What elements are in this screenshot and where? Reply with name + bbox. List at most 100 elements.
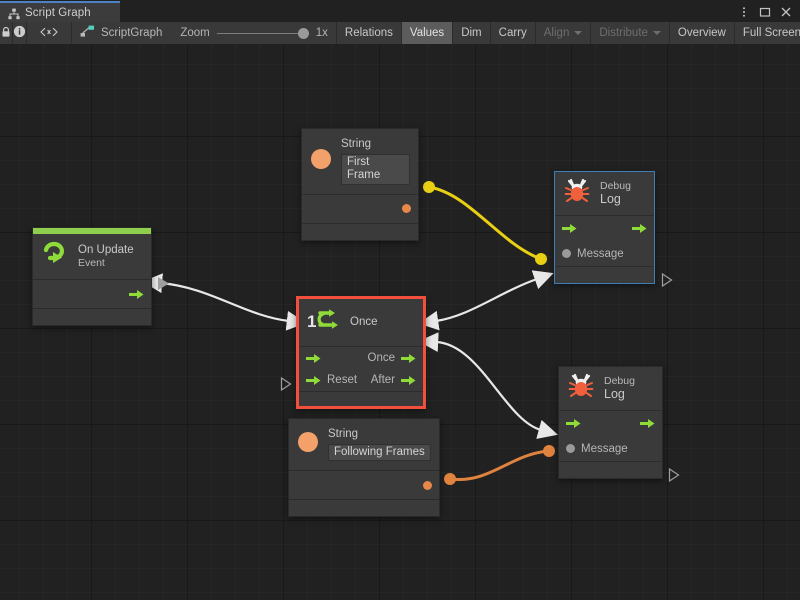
port-row-flow — [559, 411, 662, 436]
edge-string-following-frames-to-message — [444, 445, 555, 485]
triangle-hollow-icon — [661, 272, 673, 288]
zoom-label: Zoom — [180, 27, 210, 39]
port-output-flow[interactable] — [640, 418, 655, 429]
port-input-message[interactable]: Message — [566, 443, 628, 455]
string-value-field[interactable]: First Frame — [341, 154, 410, 185]
port-output-flow[interactable] — [129, 289, 144, 300]
node-footer — [289, 499, 439, 517]
node-title: Debug — [600, 180, 631, 193]
port-row-message: Message — [555, 241, 654, 266]
tab-script-graph[interactable]: Script Graph — [0, 1, 120, 22]
node-title-block: String Following Frames — [328, 428, 431, 462]
maximize-icon[interactable] — [759, 5, 771, 17]
code-view-button[interactable] — [27, 22, 72, 44]
lock-button[interactable] — [0, 22, 13, 44]
value-port-dot-icon — [562, 249, 571, 258]
toolbar-button-full-screen[interactable]: Full Screen — [735, 22, 800, 44]
value-port-dot-icon — [423, 480, 432, 490]
port-output-value[interactable] — [423, 480, 432, 490]
toolbar-button-values[interactable]: Values — [401, 22, 454, 44]
port-label-message: Message — [577, 247, 624, 260]
node-subtitle: Event — [78, 257, 105, 270]
node-body — [302, 194, 418, 223]
flow-arrow-icon — [401, 375, 416, 385]
node-body — [33, 280, 151, 308]
node-debug-log-top[interactable]: Debug Log — [554, 171, 655, 284]
toolbar-button-distribute[interactable]: Distribute — [591, 22, 670, 44]
port-input-message[interactable]: Message — [562, 248, 624, 260]
flow-arrow-icon — [632, 224, 647, 233]
port-output-value[interactable] — [402, 204, 411, 214]
flow-arrow-icon — [129, 289, 144, 299]
toolbar-button-overview-label: Overview — [677, 27, 726, 39]
edge-string-first-frame-to-message — [423, 181, 547, 265]
port-connector-on-update-out[interactable] — [157, 276, 170, 296]
port-input-flow[interactable] — [306, 353, 321, 364]
node-title: String — [328, 428, 359, 440]
port-label-once: Once — [367, 352, 396, 364]
breadcrumb[interactable]: ScriptGraph — [72, 22, 172, 44]
port-input-reset[interactable]: Reset — [306, 374, 357, 386]
zoom-control[interactable]: Zoom 1x — [172, 22, 337, 44]
script-graph-icon — [80, 25, 95, 41]
toolbar-button-relations-label: Relations — [344, 27, 393, 39]
window-tab-bar: Script Graph — [0, 0, 800, 22]
close-icon[interactable] — [780, 5, 792, 17]
triangle-hollow-icon — [280, 376, 292, 392]
port-row-message: Message — [559, 436, 662, 461]
zoom-slider-track — [216, 32, 309, 34]
node-title-block: String First Frame — [341, 138, 410, 185]
port-row — [289, 471, 439, 499]
port-connector-debug-log-top-out[interactable] — [661, 272, 673, 292]
node-title: On Update — [78, 243, 134, 256]
toolbar-button-carry[interactable]: Carry — [491, 22, 536, 44]
node-title: Debug — [604, 375, 635, 388]
window-controls — [738, 0, 796, 22]
node-string-following-frames[interactable]: String Following Frames — [288, 418, 440, 518]
node-header: 1 Once — [299, 299, 423, 347]
toolbar-button-carry-label: Carry — [498, 27, 527, 39]
flow-arrow-icon — [306, 375, 321, 385]
toolbar-button-align-label: Align — [543, 27, 570, 39]
debug-bug-icon — [567, 373, 595, 404]
port-label-after: After — [370, 374, 395, 386]
zoom-value: 1x — [315, 27, 328, 39]
node-subtitle: Log — [604, 387, 625, 402]
port-output-once[interactable]: Once — [368, 352, 417, 364]
port-label-reset: Reset — [327, 374, 358, 386]
info-icon — [13, 25, 26, 41]
node-footer — [559, 461, 662, 478]
zoom-slider[interactable] — [216, 27, 309, 39]
node-footer — [299, 391, 423, 406]
string-value-field[interactable]: Following Frames — [328, 444, 431, 462]
node-on-update[interactable]: On Update Event — [32, 227, 152, 326]
port-input-flow[interactable] — [562, 223, 577, 234]
port-output-after[interactable]: After — [371, 374, 416, 386]
string-orange-dot-icon — [297, 431, 319, 458]
toolbar-button-dim-label: Dim — [461, 27, 482, 39]
node-string-first-frame[interactable]: String First Frame — [301, 128, 419, 241]
port-connector-once-reset-in[interactable] — [280, 376, 292, 396]
toolbar-button-overview[interactable]: Overview — [670, 22, 735, 44]
node-footer — [302, 222, 418, 240]
zoom-slider-knob[interactable] — [297, 27, 309, 39]
node-header: Debug Log — [559, 367, 662, 411]
toolbar-button-dim[interactable]: Dim — [453, 22, 491, 44]
info-button[interactable] — [13, 22, 27, 44]
flow-arrow-icon — [306, 353, 321, 363]
toolbar-button-relations[interactable]: Relations — [337, 22, 402, 44]
node-once[interactable]: 1 Once — [296, 296, 426, 409]
toolbar-button-align[interactable]: Align — [536, 22, 592, 44]
port-output-flow[interactable] — [632, 223, 647, 234]
node-debug-log-bottom[interactable]: Debug Log — [558, 366, 663, 479]
port-connector-debug-log-bottom-out[interactable] — [668, 467, 680, 487]
chevron-down-icon — [574, 31, 583, 35]
flow-arrow-icon — [566, 419, 581, 428]
more-options-icon[interactable] — [738, 5, 750, 17]
node-title-block: Once — [350, 316, 378, 329]
edge-onupdate-to-once — [142, 273, 307, 331]
graph-canvas[interactable]: On Update Event — [0, 44, 800, 600]
port-input-flow[interactable] — [566, 418, 581, 429]
node-header: String Following Frames — [289, 419, 439, 472]
